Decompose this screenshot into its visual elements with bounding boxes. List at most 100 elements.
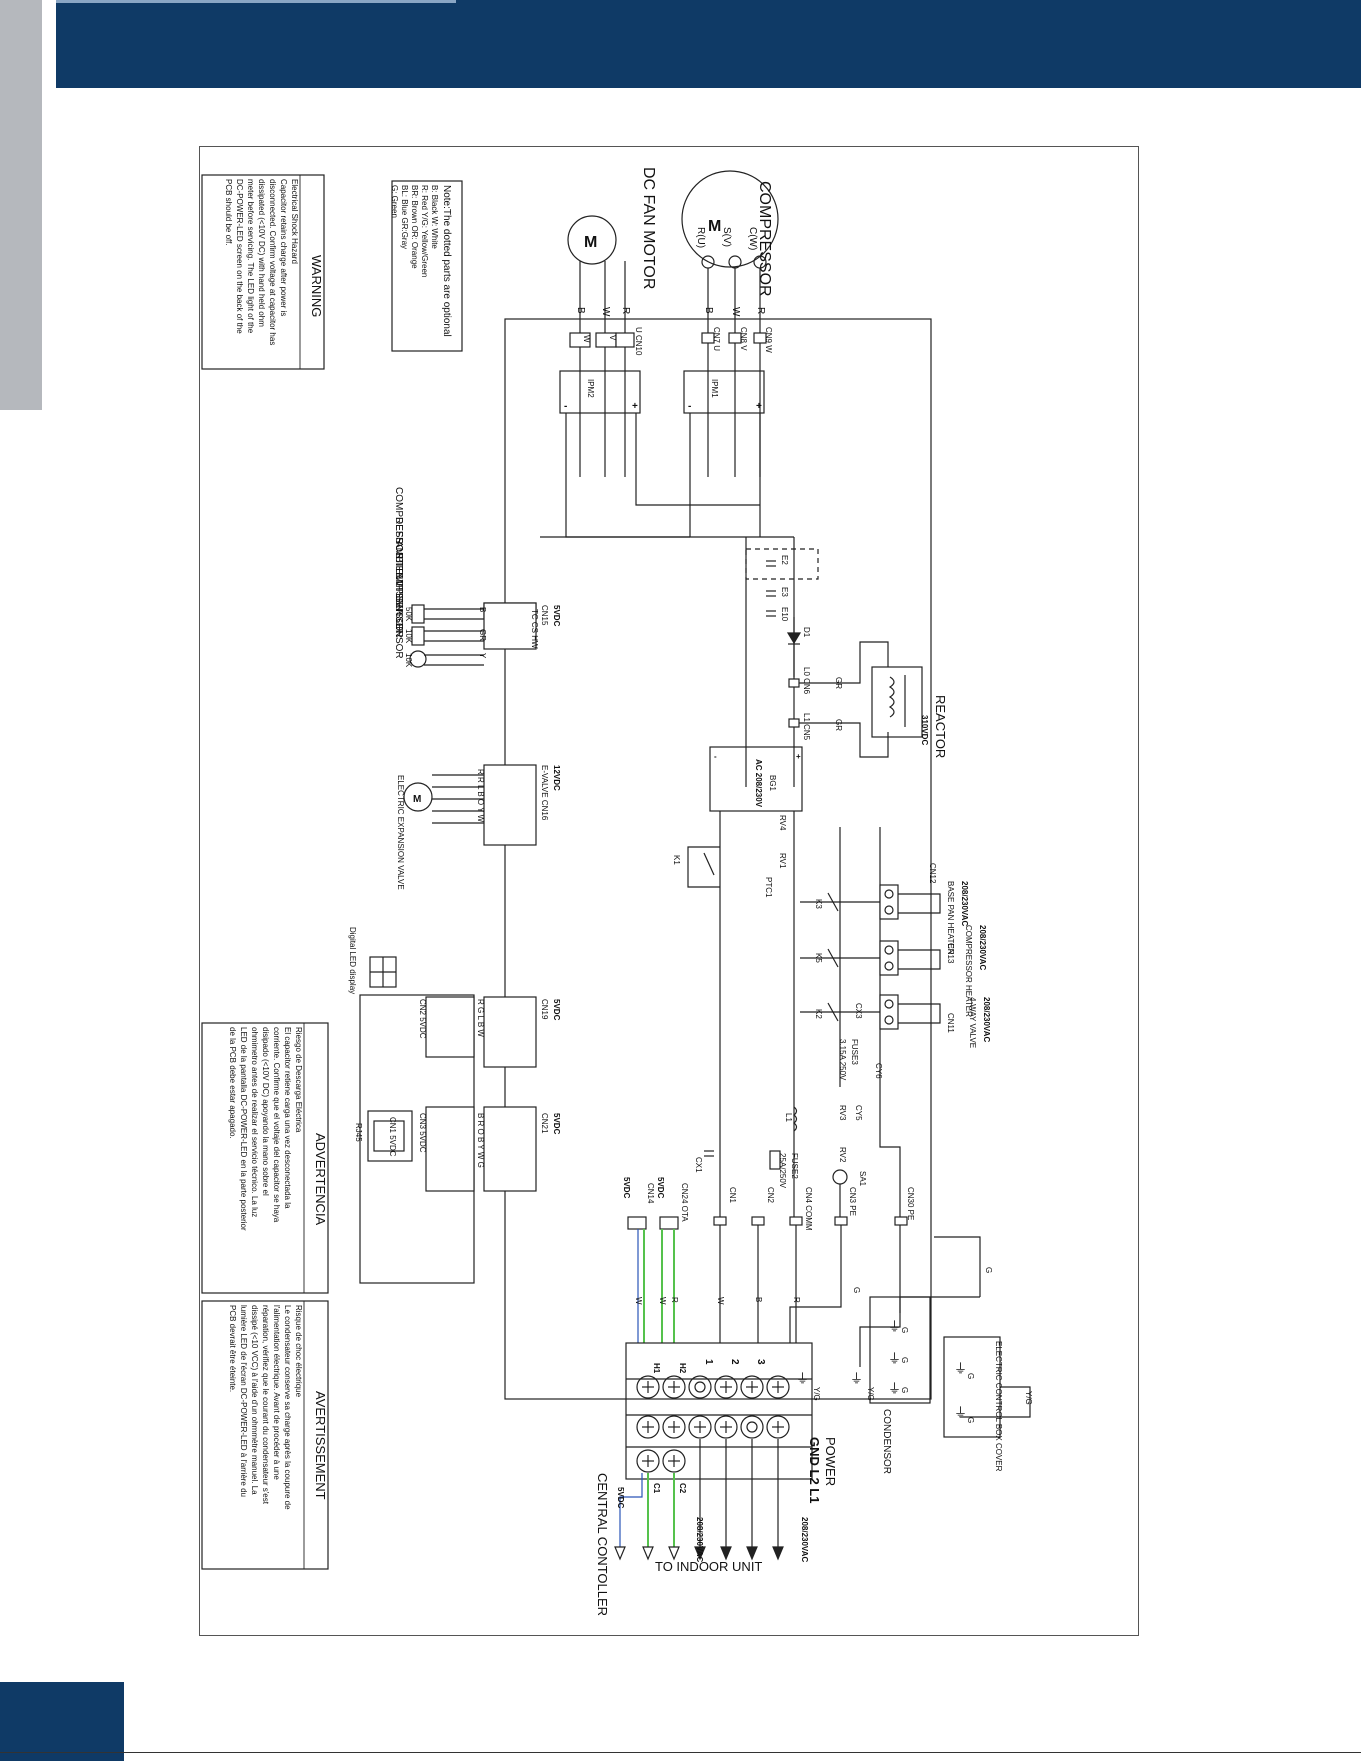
- ipm2-minus: -: [564, 401, 567, 412]
- reactor-voltage: 310VDC: [920, 715, 929, 745]
- ground-g-label: G: [966, 1417, 975, 1423]
- l0-cn6-label: L0 CN6: [802, 667, 811, 695]
- controller-wire-label: W: [634, 1297, 643, 1305]
- power-wire-label: W: [716, 1297, 725, 1305]
- wiring-diagram-frame: Note:The dotted parts are optional B: Bl…: [199, 146, 1139, 1636]
- cn7-label: CN7 U: [712, 327, 721, 351]
- l1-cn5-label: L1 CN5: [802, 713, 811, 741]
- avertissement-line: PCB devrait être éteinte.: [228, 1305, 237, 1392]
- fan-motor-symbol: M: [584, 234, 597, 251]
- rj45-label: RJ45: [354, 1123, 363, 1142]
- left-margin-bar: [0, 0, 42, 410]
- central-controller-leads: 5VDC CENTRAL CONTOLLER: [595, 1473, 680, 1616]
- cn8-label: CN8 V: [739, 327, 748, 351]
- wire-color-label: W: [730, 307, 741, 317]
- reactor-wire-gray: GR: [834, 677, 843, 689]
- wire-color-label: B: [575, 307, 586, 314]
- compressor-c-terminal: C(W): [747, 227, 758, 250]
- avertissement-line: dissipé (<10 VCC) à l'aide d'un ohmmètre…: [250, 1305, 259, 1495]
- bridge-rectifier-bg1: BG1 AC 208/230V + -: [709, 746, 803, 812]
- advertencia-line: El capacitor retiene carga una vez desco…: [283, 1027, 292, 1209]
- cn1-power-label: CN1: [728, 1187, 737, 1204]
- power-label: POWER: [823, 1437, 838, 1486]
- base-pan-voltage: 208/230VAC: [960, 881, 969, 926]
- condensor-ground: ⏚ G ⏚ G ⏚ G CONDENSOR: [869, 1296, 980, 1474]
- cn15-voltage: 5VDC: [552, 605, 561, 627]
- electric-control-box-cover: ELECTRIC CONTROL BOX COVER ⏚ G ⏚ G Y/G: [943, 1336, 1033, 1472]
- cn21-voltage: 5VDC: [552, 1113, 561, 1135]
- varistor-rv1: RV1: [778, 853, 787, 869]
- condensor-label: CONDENSOR: [881, 1409, 892, 1474]
- cx1-label: CX1: [694, 1157, 703, 1173]
- wire-note-line: B: Black W: White: [430, 185, 439, 249]
- ground-symbol: ⏚: [954, 1361, 967, 1376]
- base-pan-heater-label: BASE PAN HEATER: [946, 881, 955, 955]
- fuse2-rating: 25A/250V: [778, 1153, 787, 1189]
- ipm2-plus: +: [632, 401, 638, 412]
- cn30-label: CN30 PE: [906, 1187, 915, 1220]
- ipm2-module: IPM2 + -: [559, 370, 641, 477]
- cn13-label: CN13: [946, 943, 955, 964]
- warning-line: Capacitor retains charge after power is: [279, 179, 288, 316]
- cn24-voltage: 5VDC: [656, 1177, 665, 1199]
- field-wiring-leads: G G R B W R W W: [634, 1225, 993, 1367]
- header-stripe: [56, 0, 456, 3]
- wire-color-label: R: [620, 307, 631, 314]
- cn19-pins: R G L B W: [476, 999, 485, 1037]
- warning-line: meter before servicing. The LED light of…: [246, 179, 255, 334]
- ptc1-label: PTC1: [764, 877, 773, 898]
- terminal-1: 1: [703, 1359, 714, 1365]
- ipm2-label: IPM2: [586, 379, 595, 398]
- ipm1-plus: +: [756, 401, 762, 412]
- warning-line: Electrical Shock Hazard: [290, 179, 299, 264]
- to-indoor-unit-label: TO INDOOR UNIT: [655, 1559, 762, 1574]
- wire-note-line: BR: Brown OR: Orange: [410, 185, 419, 269]
- fuse3-rating: 3.15A 250V: [838, 1039, 847, 1081]
- warning-box-french: AVERTISSEMENT Risque de choc électrique …: [201, 1300, 329, 1570]
- compressor-s-terminal: S(V): [721, 227, 732, 247]
- cn19-label: CN19: [540, 999, 549, 1020]
- capacitor-cy6: CY6: [874, 1063, 883, 1079]
- warning-box-english: WARNING Electrical Shock Hazard Capacito…: [201, 174, 325, 370]
- base-pan-heater: K3 CN12 208/230VAC BASE PAN HEATER: [800, 863, 969, 955]
- wire-color-note: Note:The dotted parts are optional B: Bl…: [390, 180, 463, 352]
- warning-title: WARNING: [309, 255, 324, 317]
- fuse3-label: FUSE3: [850, 1039, 859, 1065]
- advertencia-line: corriente. Confirme que el voltaje del c…: [272, 1027, 281, 1223]
- warning-line: PCB should be off.: [224, 179, 233, 246]
- eev-motor-symbol: M: [413, 794, 421, 805]
- power-wire-label: B: [754, 1297, 763, 1302]
- footer-rule: [0, 1752, 1361, 1753]
- avertissement-line: réparation, vérifiez que le courant du c…: [261, 1305, 270, 1505]
- cn4-comm-label: CN4 COMM: [804, 1187, 813, 1231]
- advertencia-line: de la PCB debe estar apagado.: [228, 1027, 237, 1139]
- ground-g-label: G: [900, 1327, 909, 1333]
- wire-color-label: R: [755, 307, 766, 314]
- cn19-voltage: 5VDC: [552, 999, 561, 1021]
- ground-wire-label: G: [852, 1287, 861, 1293]
- advertencia-line: disipado (<10V DC) apoyando la mano sobr…: [261, 1027, 270, 1196]
- k5-label: K5: [814, 953, 823, 963]
- emi-filter: L1 CY5 RV3 RV2 CX1 FUSE2 25A/250V SA1: [694, 1087, 901, 1217]
- compressor-heater: K5 208/230VAC COMPRESSOR HEATER CN13: [800, 925, 987, 1017]
- defrost-sensor-rating: 10K: [404, 629, 413, 644]
- cn16-voltage: 12VDC: [552, 765, 561, 791]
- warning-box-spanish: ADVERTENCIA Riesgo de Descarga Eléctrica…: [201, 1022, 329, 1294]
- power-wire-label: R: [792, 1297, 801, 1303]
- ground-g-label: G: [900, 1357, 909, 1363]
- ground-symbol: ⏚: [888, 1351, 901, 1366]
- dc-fan-motor: M DC FAN MOTOR R W B W V U CN10: [567, 167, 657, 477]
- central-controller-voltage: 5VDC: [616, 1487, 625, 1509]
- ground-g-label: G: [900, 1387, 909, 1393]
- sa1-label: SA1: [858, 1171, 867, 1187]
- defrost-temp-sensor-label: DEFROST.TEMP.SENSOR: [393, 517, 404, 638]
- terminal-3: 3: [755, 1359, 766, 1365]
- l1-choke-label: L1: [784, 1113, 793, 1122]
- sensor-wire-color: Y: [478, 653, 487, 659]
- cx3-label: CX3: [854, 1003, 863, 1019]
- compressor-motor-symbol: M: [708, 218, 721, 235]
- reactor: GR GR REACTOR 310VDC: [799, 641, 948, 758]
- ambient-temp-sensor-label: AMBIENT.TEMP.SENSOR: [393, 541, 404, 659]
- wire-note-line: G: Green: [390, 185, 399, 218]
- comp-sensor-rating: 50K: [404, 607, 413, 622]
